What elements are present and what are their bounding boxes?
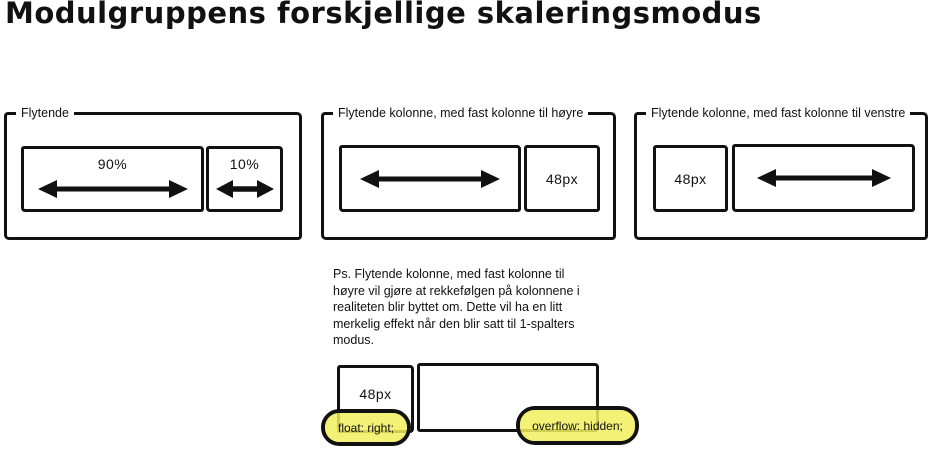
column-width-label: 48px — [545, 170, 579, 187]
panel-flytende: Flytende 90% 10% — [4, 105, 302, 240]
note-line: merkelig effekt når den blir satt til 1-… — [333, 316, 575, 331]
fluid-column-box-90: 90% — [21, 146, 204, 212]
note-text: Ps. Flytende kolonne, med fast kolonne t… — [333, 266, 580, 349]
column-width-label: 10% — [229, 156, 260, 172]
panel-legend: Flytende kolonne, med fast kolonne til h… — [333, 105, 589, 121]
fluid-column-box-10: 10% — [206, 146, 283, 212]
fixed-column-box: 48px — [524, 145, 600, 212]
fluid-column-box — [732, 144, 915, 212]
column-width-label: 48px — [359, 386, 392, 402]
note-line: modus. — [333, 333, 374, 347]
horizontal-resize-arrow-icon — [215, 180, 274, 198]
panel-fast-kolonne-venstre: Flytende kolonne, med fast kolonne til v… — [634, 105, 928, 240]
horizontal-resize-arrow-icon — [756, 169, 891, 187]
note-line: høyre vil gjøre at rekkefølgen på kolonn… — [333, 283, 580, 298]
panel-legend: Flytende — [16, 105, 74, 121]
float-right-annotation: float: right; — [321, 409, 411, 446]
annotation-text: overflow: hidden; — [532, 418, 623, 433]
horizontal-resize-arrow-icon — [360, 169, 500, 188]
panel-fast-kolonne-hoyre: Flytende kolonne, med fast kolonne til h… — [321, 105, 616, 240]
column-width-label: 48px — [674, 170, 707, 187]
annotation-text: float: right; — [337, 420, 395, 435]
note-line: realiteten blir byttet om. Dette vil ha … — [333, 300, 563, 314]
column-width-label: 90% — [97, 156, 128, 172]
note-line: Ps. Flytende kolonne, med fast kolonne t… — [333, 267, 565, 281]
overflow-hidden-annotation: overflow: hidden; — [516, 406, 639, 445]
fixed-column-box: 48px — [653, 145, 728, 212]
horizontal-resize-arrow-icon — [37, 180, 188, 198]
page-title: Modulgruppens forskjellige skaleringsmod… — [5, 0, 762, 30]
fluid-column-box — [339, 145, 521, 212]
panel-legend: Flytende kolonne, med fast kolonne til v… — [646, 105, 911, 121]
